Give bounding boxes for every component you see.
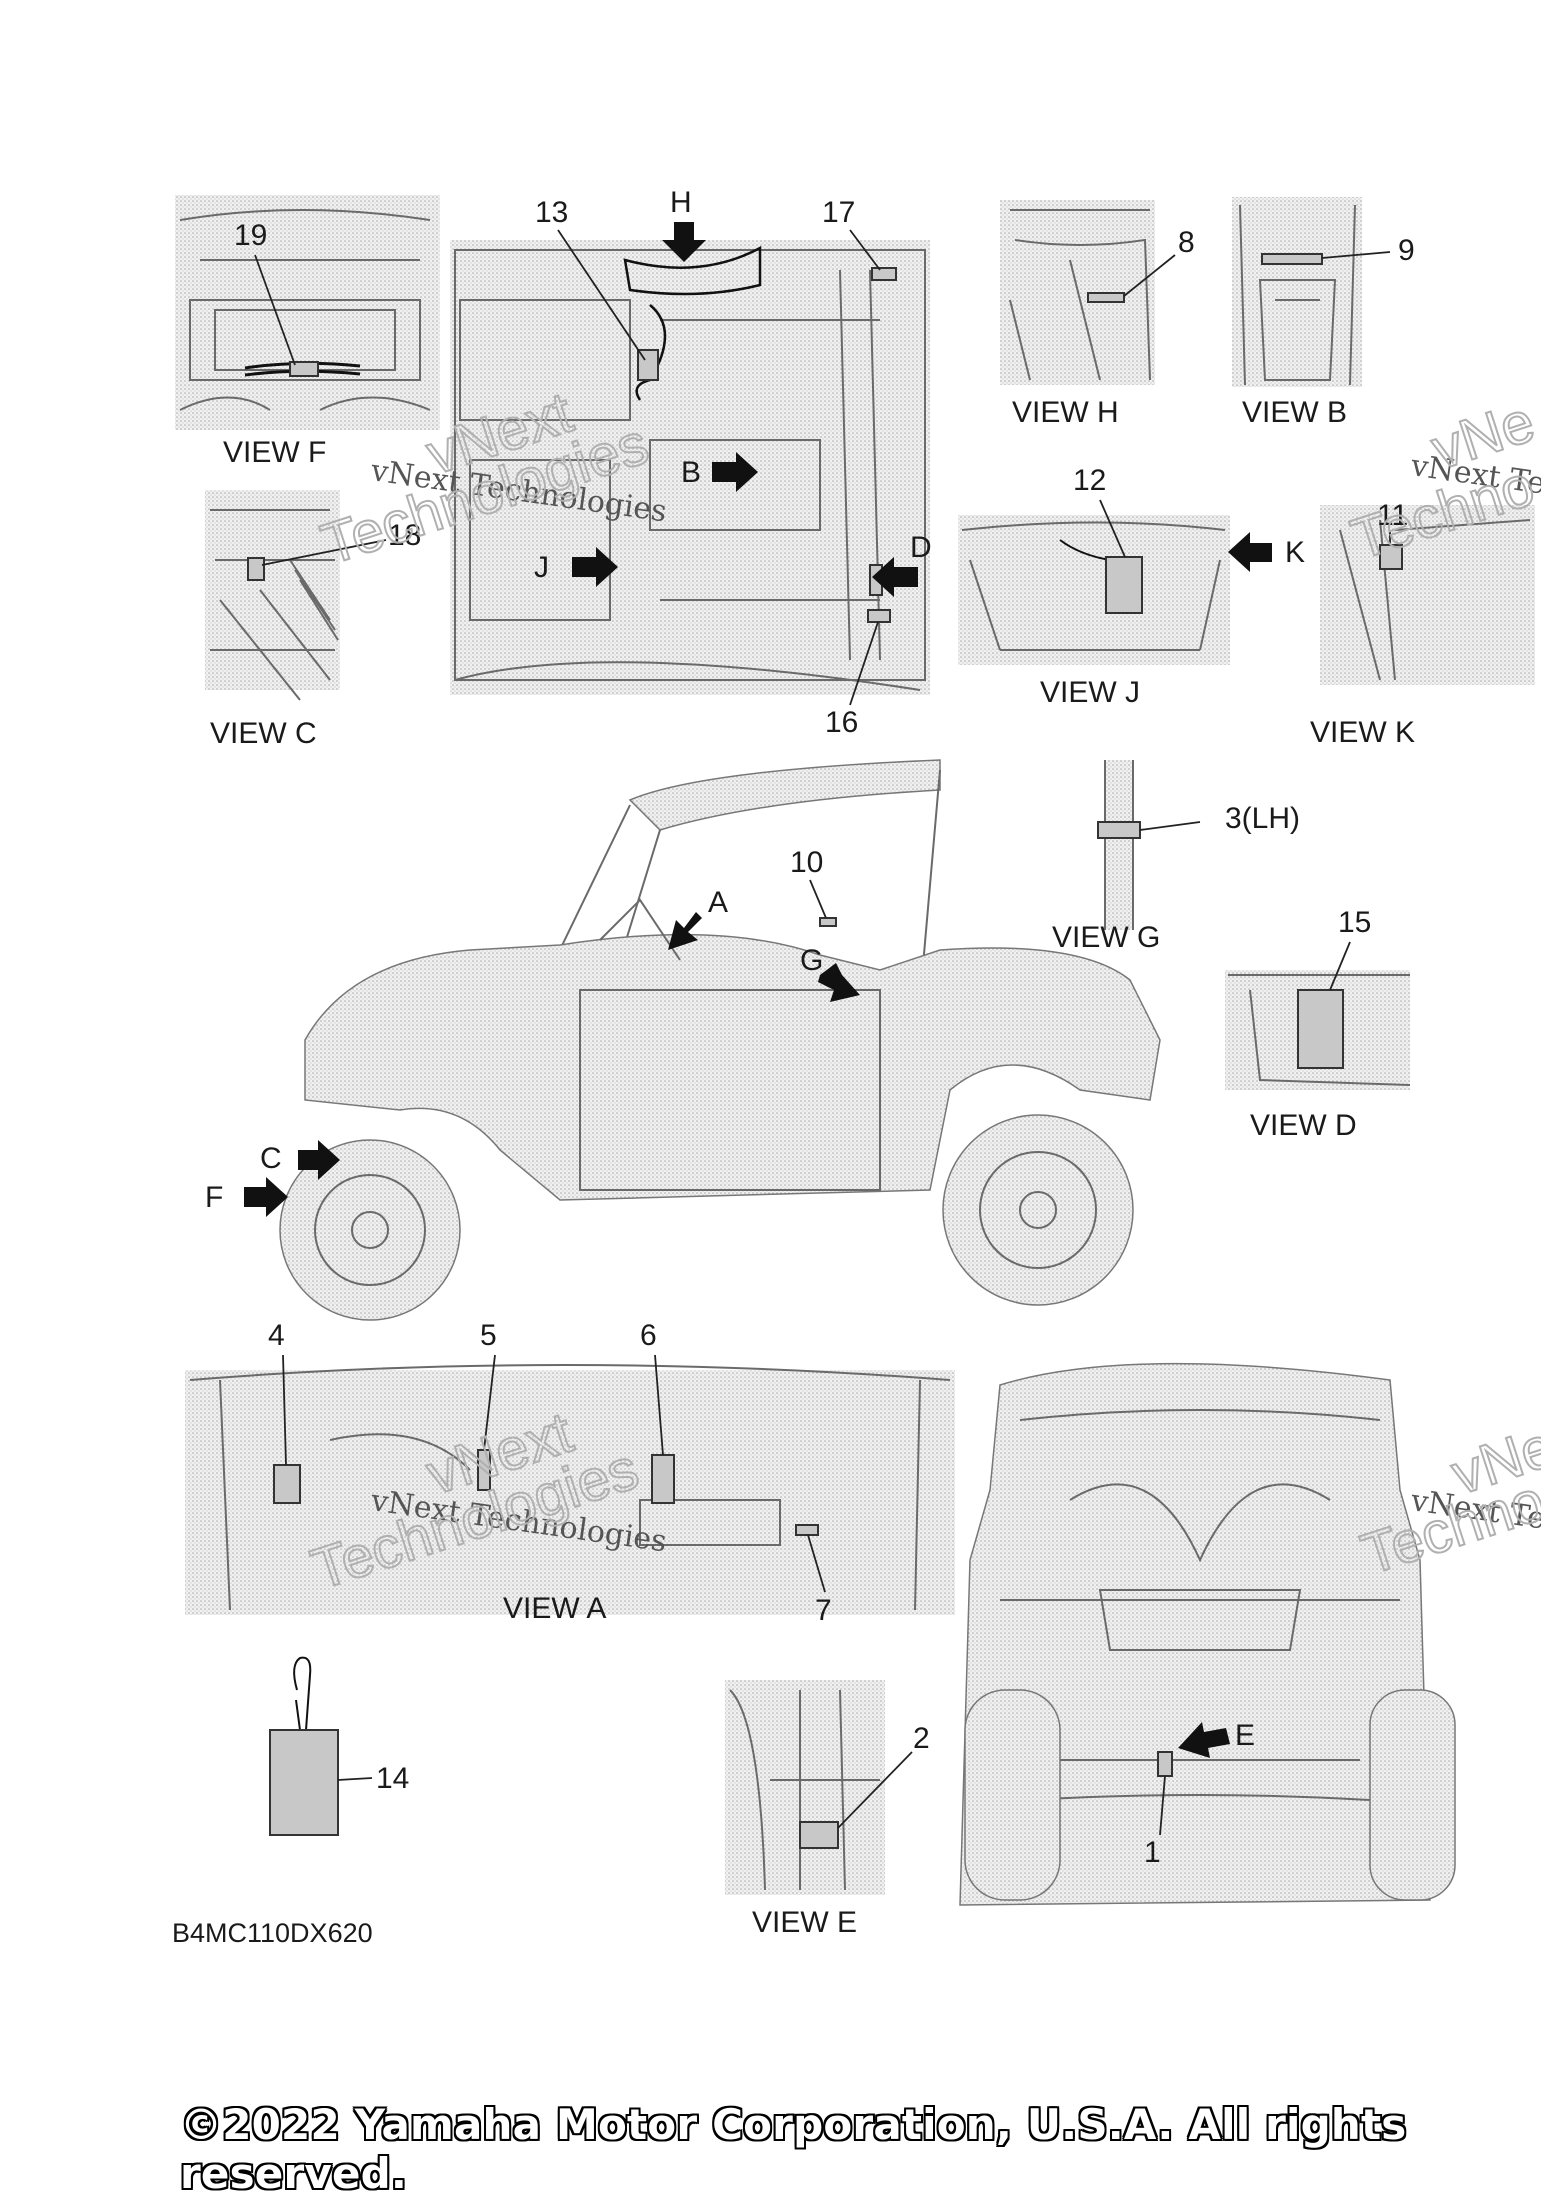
view-h-label: VIEW H: [1012, 396, 1119, 429]
callout-5: 5: [480, 1319, 497, 1352]
callout-1: 1: [1144, 1836, 1161, 1869]
rear-view-vehicle: E 1 vNext Te vNe Techno: [959, 1362, 1541, 1906]
arrow-d-letter: D: [910, 531, 932, 564]
arrow-a-icon: [668, 912, 702, 950]
arrow-h-letter: H: [670, 186, 692, 219]
arrow-j-icon: [572, 547, 618, 587]
callout-9: 9: [1398, 234, 1415, 267]
arrow-g-icon: [818, 963, 860, 1002]
arrow-g-letter: G: [800, 944, 823, 977]
arrow-j-letter: J: [534, 551, 549, 584]
view-a-label: VIEW A: [503, 1592, 606, 1625]
callout-3: 3(LH): [1225, 802, 1300, 835]
view-b-panel: 9 VIEW B: [1232, 197, 1415, 429]
rear-wheel: [942, 1114, 1134, 1306]
arrow-f-icon: [244, 1177, 288, 1217]
side-view-vehicle: 10 A G C F: [205, 759, 1161, 1321]
callout-17: 17: [822, 196, 855, 229]
view-c-label: VIEW C: [210, 717, 317, 750]
arrow-f-letter: F: [205, 1181, 223, 1214]
callout-2: 2: [913, 1722, 930, 1755]
view-h-panel: 8 VIEW H: [1000, 200, 1195, 429]
arrow-b-icon: [712, 452, 758, 492]
arrow-k-letter: K: [1285, 536, 1305, 569]
view-e-label: VIEW E: [752, 1906, 857, 1939]
callout-11: 11: [1377, 499, 1408, 532]
arrow-k-icon: [1228, 532, 1272, 572]
callout-6: 6: [640, 1319, 657, 1352]
callout-16: 16: [825, 706, 858, 739]
top-view-panel: 13 H 17 B J D 16 vNext Technologies vNex…: [313, 186, 932, 739]
arrow-c-letter: C: [260, 1142, 282, 1175]
callout-7: 7: [815, 1594, 832, 1627]
callout-10: 10: [790, 846, 823, 879]
view-f-panel: 19 VIEW F: [175, 195, 440, 469]
diagram-code: B4MC110DX620: [172, 1918, 373, 1948]
callout-18: 18: [388, 519, 421, 552]
callout-13: 13: [535, 196, 568, 229]
front-wheel: [279, 1139, 461, 1321]
copyright-notice: ©2022 Yamaha Motor Corporation, U.S.A. A…: [180, 2100, 1407, 2198]
view-b-label: VIEW B: [1242, 396, 1347, 429]
view-j-label: VIEW J: [1040, 676, 1140, 709]
view-g-panel: 3(LH) VIEW G: [1052, 760, 1300, 954]
callout-19: 19: [234, 219, 267, 252]
view-k-panel: 11 VIEW K: [1310, 499, 1535, 749]
arrow-h-icon: [662, 222, 706, 262]
view-j-panel: 12 K VIEW J: [958, 464, 1305, 709]
view-d-panel: 15 VIEW D: [1225, 906, 1411, 1142]
view-d-label: VIEW D: [1250, 1109, 1357, 1142]
view-k-label: VIEW K: [1310, 716, 1415, 749]
view-g-label: VIEW G: [1052, 921, 1160, 954]
arrow-d-icon: [872, 557, 918, 597]
callout-12: 12: [1073, 464, 1106, 497]
arrow-a-letter: A: [708, 886, 728, 919]
view-f-label: VIEW F: [223, 436, 326, 469]
view-a-panel: 4 5 6 7 vNext Technologies vNext Technol…: [185, 1319, 955, 1627]
arrow-b-letter: B: [681, 456, 701, 489]
arrow-c-icon: [298, 1140, 340, 1180]
arrow-e-letter: E: [1235, 1719, 1255, 1752]
callout-14: 14: [376, 1762, 409, 1795]
callout-15: 15: [1338, 906, 1371, 939]
arrow-e-icon: [1178, 1722, 1230, 1758]
callout-8: 8: [1178, 226, 1195, 259]
view-c-panel: 18 VIEW C: [205, 490, 421, 750]
hang-tag: 14: [269, 1656, 409, 1836]
view-e-panel: 2 VIEW E: [725, 1680, 930, 1939]
callout-4: 4: [268, 1319, 285, 1352]
